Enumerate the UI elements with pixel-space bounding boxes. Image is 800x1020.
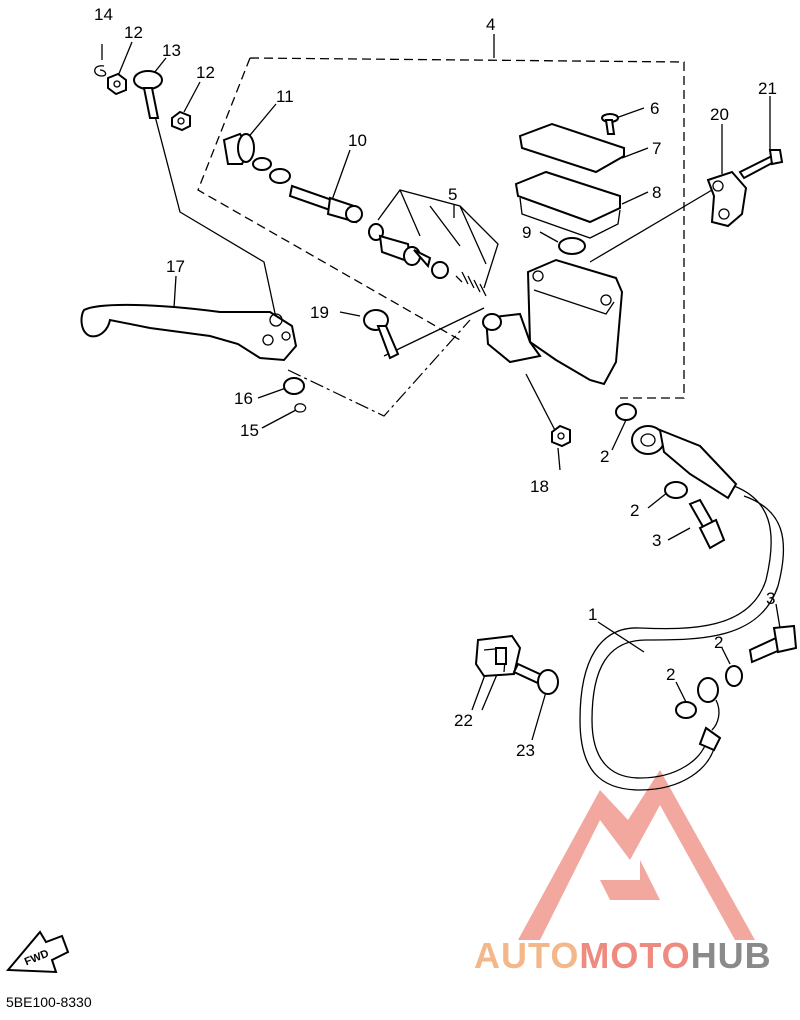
pivot-bolt-13 [133,70,163,119]
callout-9: 9 [522,223,531,242]
screw-23 [512,662,559,695]
callout-2-a: 2 [600,447,609,466]
master-cylinder-body [482,258,624,386]
circlip-11a [252,157,272,171]
fwd-arrow-icon: FWD [5,930,70,974]
callout-3-a: 3 [652,531,661,550]
callout-4: 4 [486,15,495,34]
screw-6 [601,113,619,135]
assembly-boundary [197,57,685,399]
reservoir-cap-7 [518,122,625,174]
watermark-part-hub: HUB [690,935,772,976]
callout-14: 14 [94,5,113,24]
leader-lines [101,41,781,741]
clip-15 [294,403,307,413]
clutch-switch-22 [474,634,522,678]
union-bolt-3-lower [748,624,798,664]
watermark-part-moto: MOTO [579,935,691,976]
bolt-21 [738,149,784,180]
callout-7: 7 [652,139,661,158]
callout-5: 5 [448,185,457,204]
callout-10: 10 [348,131,367,150]
nut-12-left [107,72,127,96]
washer-16 [283,377,305,395]
piston-kit-5 [368,223,487,297]
callout-2-b: 2 [630,501,639,520]
callout-23: 23 [516,741,535,760]
protector-9 [558,237,586,255]
washer-2-d [725,665,743,687]
push-rod-10 [288,184,363,224]
clip-14 [94,65,107,77]
callout-12-left: 12 [124,23,143,42]
callout-20: 20 [710,105,729,124]
diaphragm-8 [514,170,621,239]
callout-3-b: 3 [766,589,775,608]
holder-20 [706,170,748,228]
nut-18 [551,424,571,448]
nut-12-right [171,110,191,132]
watermark-wordmark: AUTOMOTOHUB [474,935,772,977]
callouts: 14 12 13 12 4 11 10 5 6 7 8 9 20 21 17 1… [94,5,777,760]
callout-11: 11 [276,87,294,106]
callout-18: 18 [530,477,549,496]
callout-16: 16 [234,389,253,408]
callout-8: 8 [652,183,661,202]
callout-13: 13 [162,41,181,60]
watermark-logo [518,770,755,940]
callout-15: 15 [240,421,259,440]
clutch-lever-17 [80,303,298,362]
callout-1: 1 [588,605,597,624]
diagram-code: 5BE100-8330 [6,994,92,1010]
washer-2-b [664,481,688,499]
watermark-part-auto: AUTO [474,935,580,976]
callout-22: 22 [454,711,473,730]
clutch-hose-1 [579,425,785,791]
washer-2-c [675,701,697,719]
callout-21: 21 [758,79,777,98]
dust-boot-11 [222,132,255,165]
pivot-bolt-19 [363,309,400,360]
callout-6: 6 [650,99,659,118]
circlip-11b [269,168,291,184]
callout-12-right: 12 [196,63,215,82]
union-bolt-3-upper [688,498,726,550]
callout-2-d: 2 [714,633,723,652]
callout-17: 17 [166,257,185,276]
washer-2-a [615,403,637,421]
callout-19: 19 [310,303,329,322]
callout-2-c: 2 [666,665,675,684]
